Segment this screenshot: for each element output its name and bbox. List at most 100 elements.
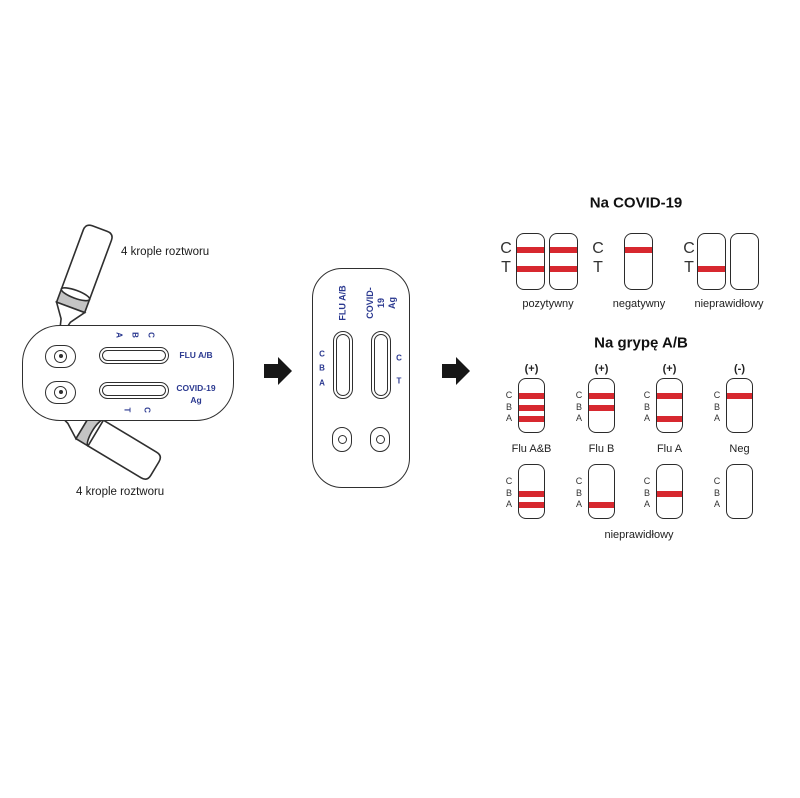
covid-label-line1: COVID-19: [364, 287, 386, 319]
result-sign: (+): [524, 363, 539, 375]
result-line-t: [550, 266, 577, 272]
result-line-c: [657, 393, 682, 399]
result-line-b: [589, 405, 614, 411]
line-letter: B: [643, 488, 651, 498]
line-letter: C: [575, 476, 583, 486]
result-sign: (+): [594, 363, 609, 375]
result-line-c: [727, 393, 752, 399]
line-letter: B: [319, 363, 325, 373]
test-strip: [726, 464, 753, 519]
result-label: nieprawidłowy: [694, 298, 764, 310]
covid-label: COVID-19: [176, 382, 216, 393]
arrow-right-icon: [264, 357, 292, 385]
line-letter: A: [319, 378, 325, 388]
result-line-b: [519, 405, 544, 411]
line-letter: A: [505, 413, 513, 423]
test-strip: [656, 464, 683, 519]
test-strip: [518, 464, 545, 519]
line-letter: C: [643, 476, 651, 486]
result-sign: (+): [662, 363, 677, 375]
control-line-letter: T: [593, 259, 603, 276]
covid-label: COVID-19 Ag: [365, 287, 397, 319]
result-line-c: [550, 247, 577, 253]
line-letter: A: [643, 499, 651, 509]
result-label: Flu B: [588, 443, 615, 455]
test-strip: [624, 233, 653, 290]
result-window-covid: [99, 382, 169, 399]
line-letter: C: [575, 390, 583, 400]
test-strip: [549, 233, 578, 290]
sample-well: [370, 427, 390, 452]
line-letter: A: [643, 413, 651, 423]
result-line-a: [519, 416, 544, 422]
covid-label-ag: Ag: [190, 394, 202, 405]
result-label: Flu A&B: [511, 443, 552, 455]
result-line-c: [517, 247, 544, 253]
test-strip: [656, 378, 683, 433]
covid-results-title: Na COVID-19: [589, 194, 683, 212]
line-letter: C: [146, 332, 156, 338]
line-letter: B: [505, 488, 513, 498]
result-sign: (-): [734, 363, 745, 375]
cassette-vertical: FLU A/B COVID-19 Ag C B A C T: [312, 268, 410, 488]
line-letter: C: [643, 390, 651, 400]
result-label: negatywny: [612, 298, 666, 310]
sample-well: [332, 427, 352, 452]
line-letter: T: [122, 407, 132, 413]
sample-well: [45, 345, 76, 368]
test-strip: [697, 233, 726, 290]
test-strip: [516, 233, 545, 290]
result-line-a: [657, 416, 682, 422]
arrow-right-icon: [442, 357, 470, 385]
test-strip: [518, 378, 545, 433]
result-label: Neg: [729, 443, 750, 455]
line-letter: A: [575, 413, 583, 423]
result-window-flu: [333, 331, 353, 399]
test-strip: [588, 464, 615, 519]
control-line-letter: C: [683, 240, 695, 257]
control-line-letter: C: [500, 240, 512, 257]
flu-results-title: Na grypę A/B: [594, 334, 688, 352]
result-line-t: [698, 266, 725, 272]
sample-well: [45, 381, 76, 404]
line-letter: A: [713, 499, 721, 509]
result-window-flu: [99, 347, 169, 364]
cassette-horizontal: A B C T C FLU A/B COVID-19 Ag: [22, 325, 234, 421]
result-line-c: [519, 393, 544, 399]
control-line-letter: C: [592, 240, 604, 257]
line-letter: T: [396, 376, 402, 386]
line-letter: B: [575, 488, 583, 498]
test-strip: [730, 233, 759, 290]
result-label: pozytywny: [522, 298, 574, 310]
line-letter: C: [505, 390, 513, 400]
result-line-b: [519, 491, 544, 497]
line-letter: A: [713, 413, 721, 423]
control-line-letter: T: [684, 259, 694, 276]
line-letter: B: [713, 488, 721, 498]
line-letter: C: [505, 476, 513, 486]
result-line-a: [519, 502, 544, 508]
result-line-b: [657, 491, 682, 497]
result-line-a: [589, 502, 614, 508]
flu-label: FLU A/B: [337, 285, 348, 321]
result-line-t: [517, 266, 544, 272]
line-letter: B: [575, 402, 583, 412]
line-letter: A: [114, 332, 124, 338]
line-letter: C: [713, 476, 721, 486]
drops-caption-top: 4 krople roztworu: [121, 246, 210, 258]
line-letter: C: [142, 407, 152, 413]
line-letter: A: [575, 499, 583, 509]
control-line-letter: T: [501, 259, 511, 276]
line-letter: B: [505, 402, 513, 412]
result-window-covid: [371, 331, 391, 399]
line-letter: A: [505, 499, 513, 509]
flu-invalid-label: nieprawidłowy: [604, 529, 674, 541]
test-strip: [726, 378, 753, 433]
covid-label-line2: Ag: [386, 297, 397, 309]
line-letter: B: [713, 402, 721, 412]
line-letter: C: [396, 353, 402, 363]
line-letter: C: [319, 349, 325, 359]
line-letter: B: [130, 332, 140, 338]
